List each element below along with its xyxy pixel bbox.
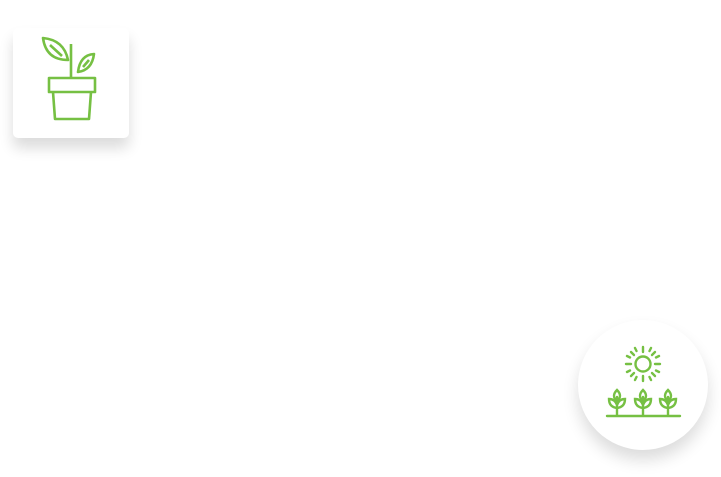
potted-plant-card[interactable] (13, 28, 129, 138)
potted-plant-icon (41, 36, 97, 121)
sun-plants-card[interactable] (578, 320, 708, 450)
sun-plants-icon (605, 345, 682, 418)
